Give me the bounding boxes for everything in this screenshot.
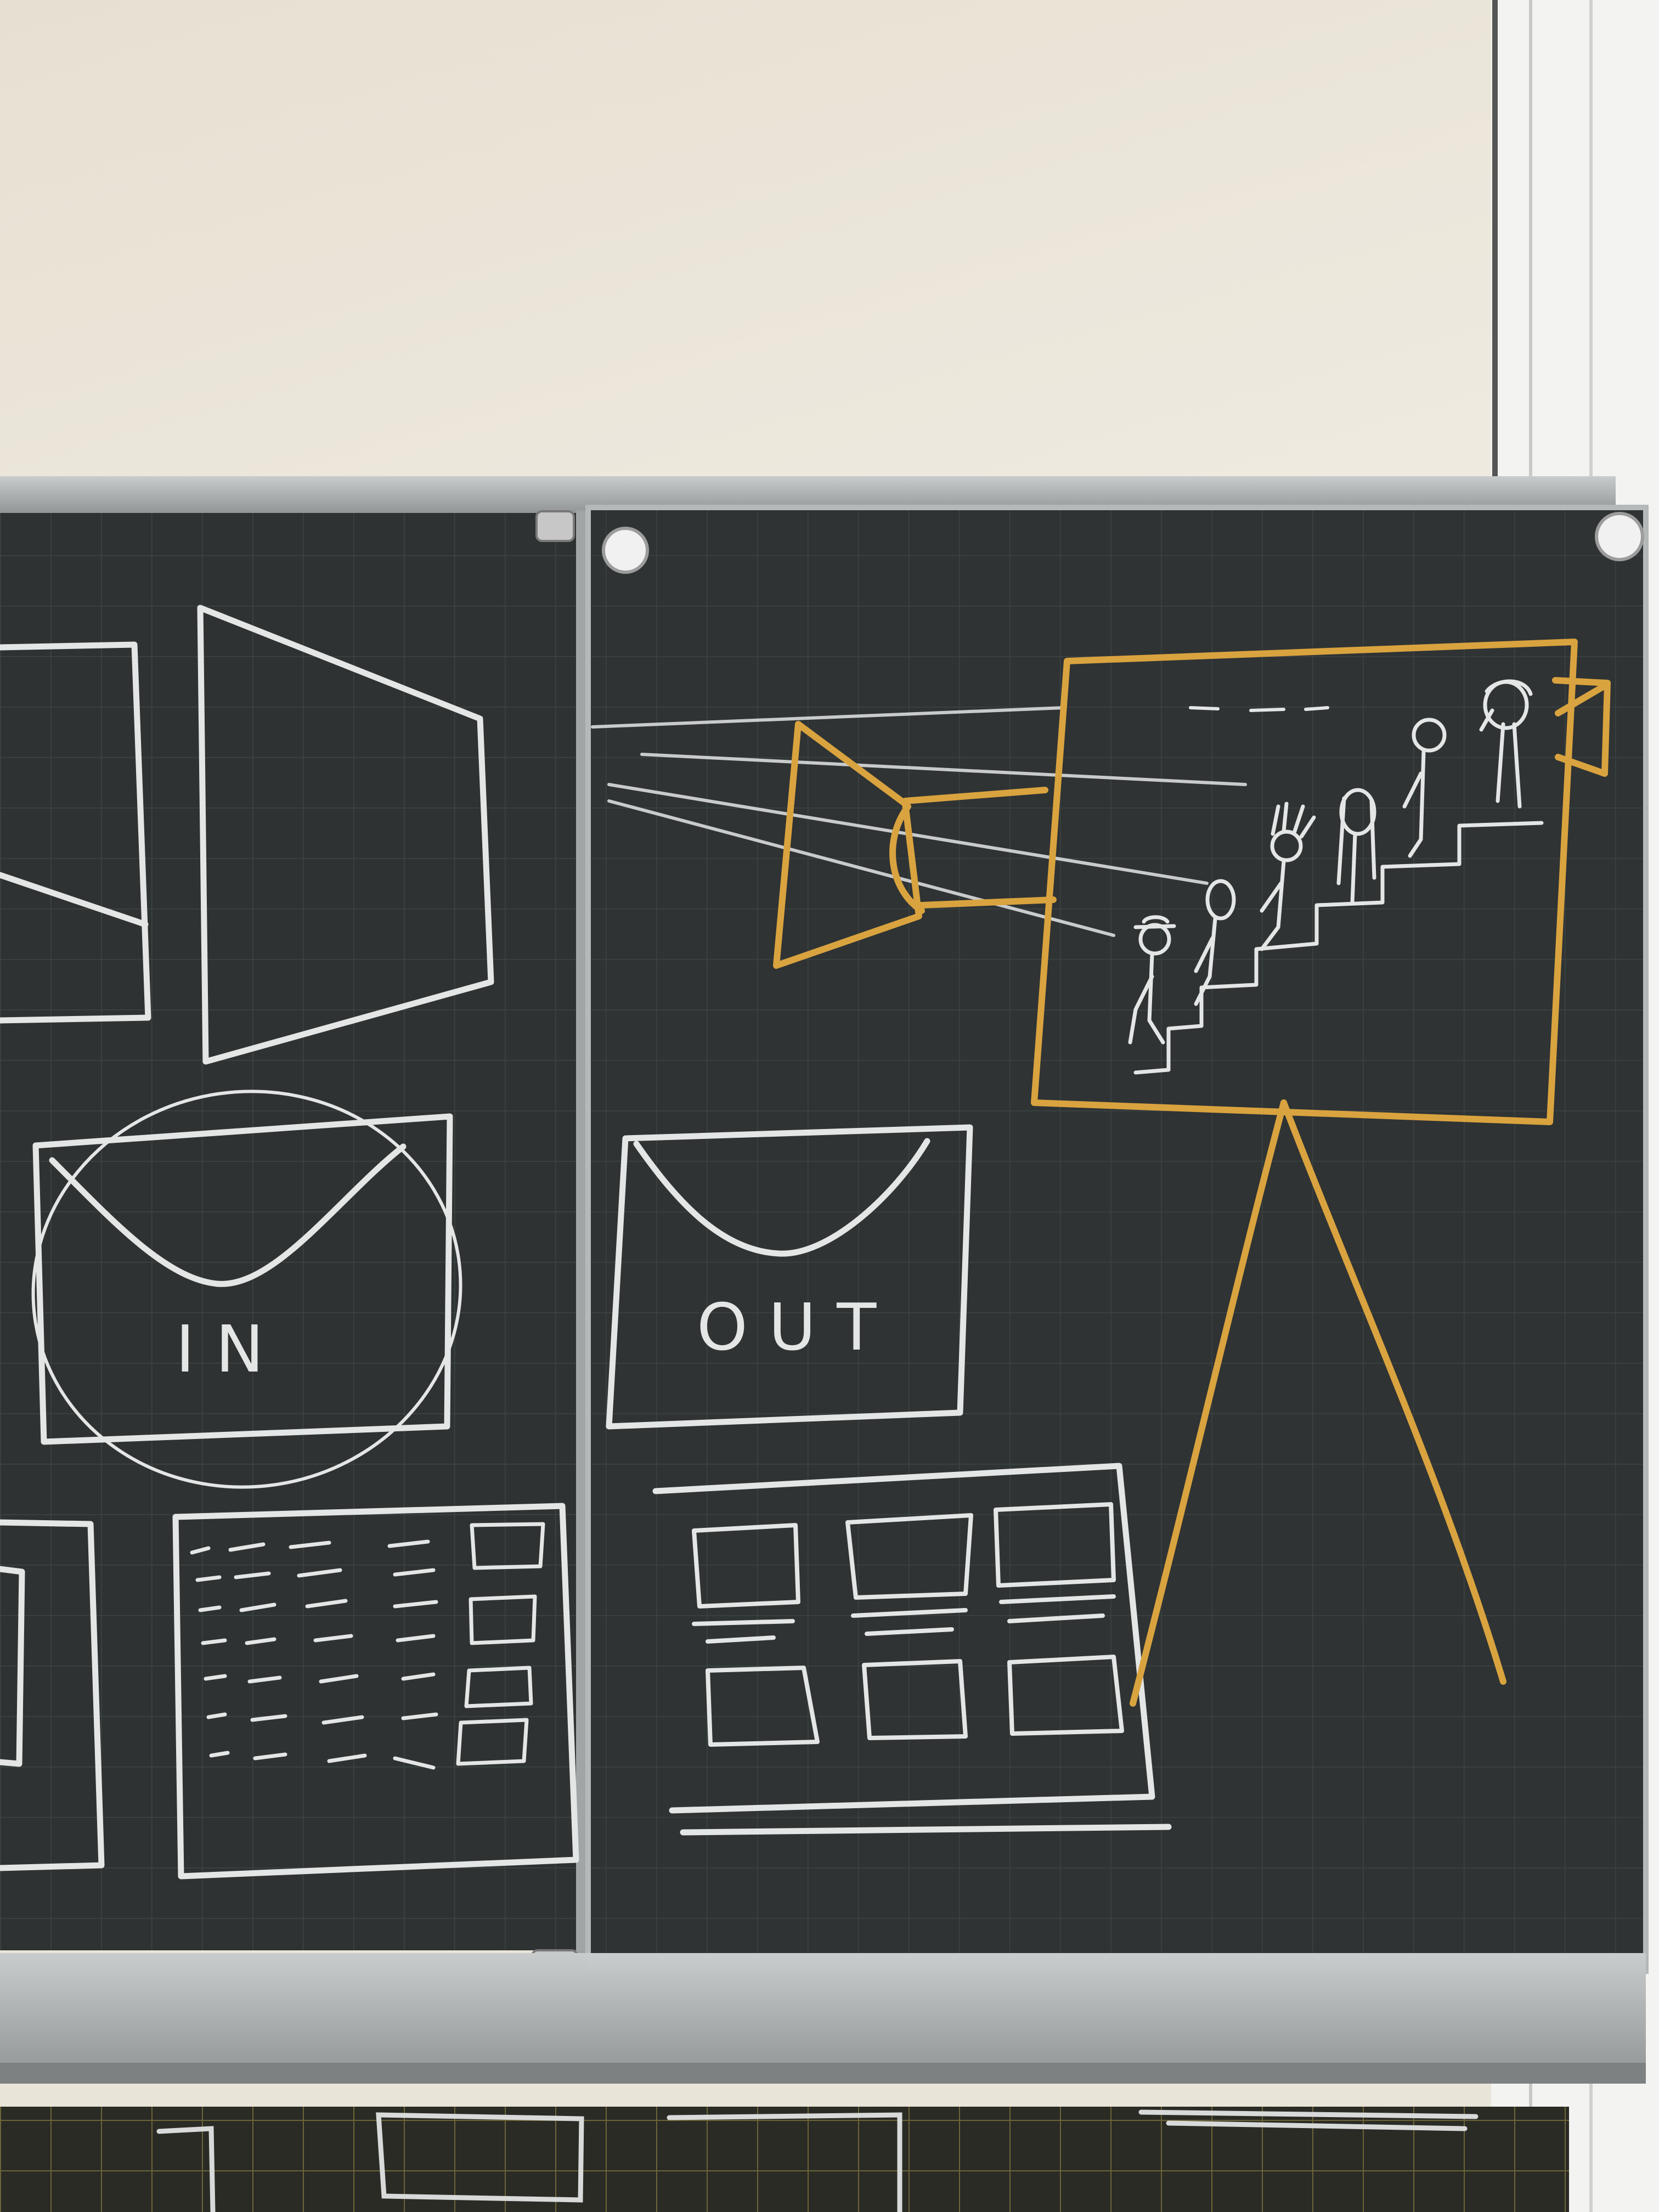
in-envelope-label: IN [176,1311,285,1387]
left-board-drawings [0,605,579,1880]
wall [0,0,1659,483]
magnet [1595,512,1644,561]
magnet [602,527,649,574]
chalk-tray [0,1953,1646,2082]
lower-board [0,2107,1569,2212]
out-envelope-label: OUT [697,1289,897,1365]
yellow-drawings [773,639,1611,1707]
right-board [585,505,1649,1974]
right-board-drawings [591,679,1544,1836]
